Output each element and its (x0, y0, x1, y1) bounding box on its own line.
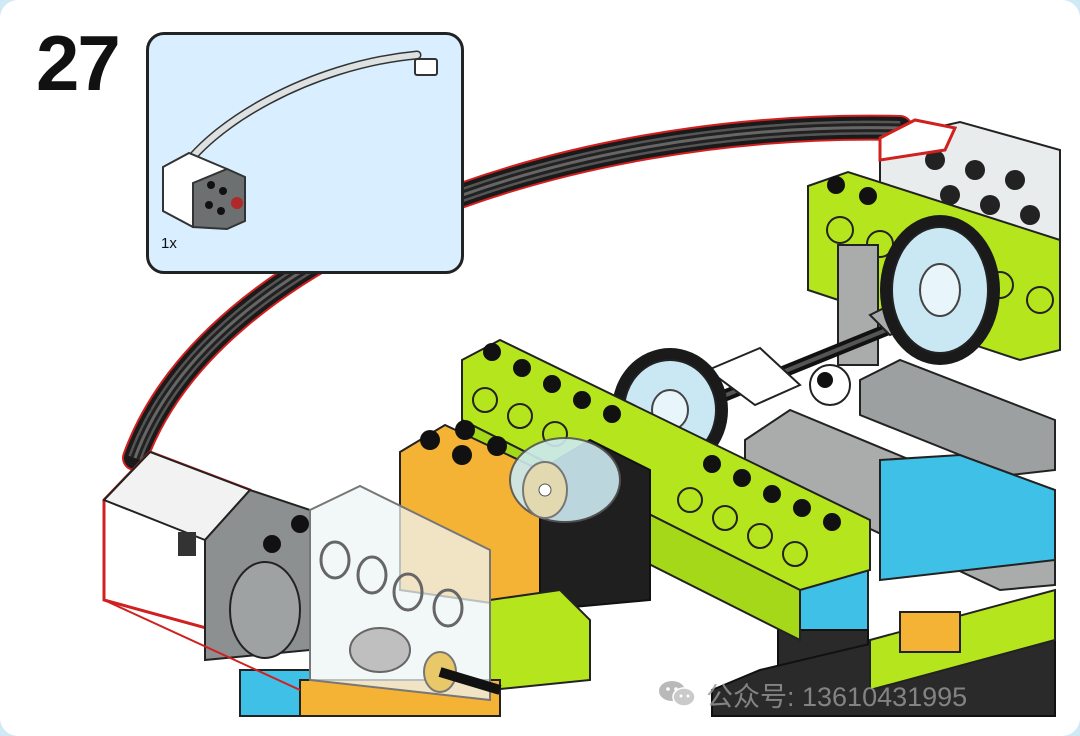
step-number: 27 (36, 19, 121, 107)
parts-callout: 1x (146, 32, 464, 274)
clear-connector (509, 437, 621, 523)
transparent-gearbox (309, 484, 502, 702)
watermark-text: 公众号: 13610431995 (706, 681, 968, 712)
gray-plates (744, 358, 1056, 592)
right-base (711, 559, 1056, 717)
part-quantity: 1x (161, 235, 177, 252)
wheel-right (880, 215, 1000, 365)
watermark: 公众号: 13610431995 (658, 676, 967, 712)
wechat-icon (658, 679, 696, 709)
medium-motor (102, 450, 311, 691)
motor-with-cable-icon (162, 50, 438, 231)
